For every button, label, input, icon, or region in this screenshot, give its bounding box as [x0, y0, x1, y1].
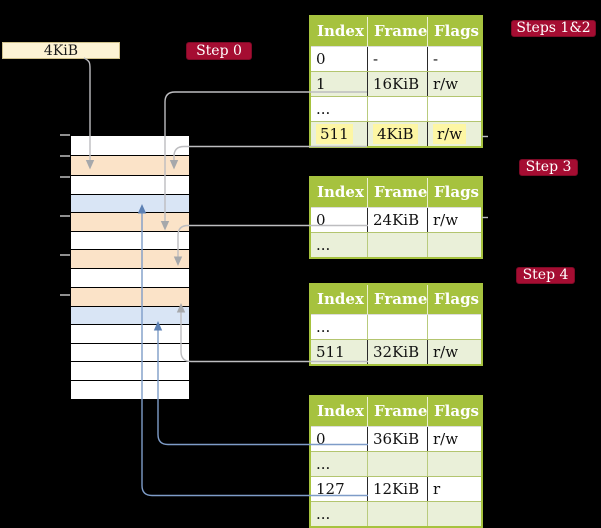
table-cell: 0: [316, 50, 326, 68]
memory-address-tick: [60, 176, 70, 178]
memory-row-13: [71, 381, 189, 399]
table-cell: r/w: [427, 427, 481, 451]
table-cell: 16KiB: [367, 72, 427, 96]
table-cell: 127: [316, 480, 345, 498]
table-cell: 0: [316, 211, 326, 229]
table-cell: r/w: [427, 208, 481, 232]
column-header-flags: Flags: [427, 17, 481, 46]
column-header-frame: Frame: [367, 178, 427, 207]
memory-address-tick: [60, 294, 70, 296]
table-row: 511 4KiB r/w: [311, 121, 481, 146]
table-cell: 511: [311, 122, 367, 146]
memory-row-8: [71, 288, 189, 307]
frame-size-label: 4KiB: [2, 42, 120, 59]
column-header-frame: Frame: [367, 17, 427, 46]
memory-row-3: [71, 195, 189, 213]
table-cell: [367, 233, 427, 257]
table-cell: [427, 233, 481, 257]
table-cell: r/w: [427, 340, 481, 364]
table-cell: [427, 315, 481, 339]
table-cell: -: [367, 47, 427, 71]
table-cell: 12KiB: [367, 477, 427, 501]
table-cell: 0: [316, 430, 326, 448]
memory-address-tick: [60, 215, 70, 217]
column-header-index: Index: [317, 22, 364, 40]
memory-row-5: [71, 232, 189, 250]
column-header-frame: Frame: [367, 285, 427, 314]
badge-step-3: Step 3: [519, 159, 578, 176]
table-cell: [427, 452, 481, 476]
table-cell: [427, 97, 481, 121]
memory-row-7: [71, 269, 189, 288]
highlighted-value: 511: [316, 124, 353, 144]
column-header-index: Index: [317, 183, 364, 201]
table-cell: 1: [316, 75, 326, 93]
memory-row-4: [71, 213, 189, 232]
column-header-index: Index: [317, 402, 364, 420]
table-cell: -: [427, 47, 481, 71]
column-header-frame: Frame: [367, 397, 427, 426]
table-row: ...: [311, 96, 481, 121]
memory-address-tick: [60, 134, 70, 136]
table-row: ...: [311, 451, 481, 476]
table-cell: [427, 502, 481, 526]
memory-row-10: [71, 325, 189, 344]
table-cell: ...: [316, 455, 331, 473]
table-row: ...: [311, 501, 481, 526]
column-header-flags: Flags: [427, 397, 481, 426]
table-cell: r/w: [427, 122, 481, 146]
memory-row-9: [71, 307, 189, 325]
table-row: ...: [311, 232, 481, 257]
memory-row-2: [71, 176, 189, 195]
table-cell: ...: [316, 100, 331, 118]
badge-step-0: Step 0: [186, 42, 252, 60]
table-cell: 4KiB: [367, 122, 427, 146]
column-header-flags: Flags: [427, 178, 481, 207]
memory-row-0: [71, 136, 189, 156]
column-header-flags: Flags: [427, 285, 481, 314]
table-cell: 32KiB: [367, 340, 427, 364]
table-cell: r: [427, 477, 481, 501]
table-cell: r/w: [427, 72, 481, 96]
memory-address-tick: [60, 155, 70, 157]
badge-step-4: Step 4: [516, 267, 575, 284]
badge-steps-1-2: Steps 1&2: [511, 20, 596, 37]
table-row: ...: [311, 314, 481, 339]
memory-row-6: [71, 250, 189, 269]
column-header-index: Index: [317, 290, 364, 308]
table-cell: ...: [316, 318, 331, 336]
table-cell: [367, 97, 427, 121]
memory-row-12: [71, 362, 189, 381]
table-cell: [367, 452, 427, 476]
highlighted-value: 4KiB: [373, 124, 418, 144]
physical-memory-column: [70, 135, 190, 413]
table-cell: 24KiB: [367, 208, 427, 232]
table-row: 0 --: [311, 46, 481, 71]
table-cell: [367, 315, 427, 339]
table-cell: ...: [316, 236, 331, 254]
highlighted-value: r/w: [433, 124, 467, 144]
memory-address-tick: [60, 254, 70, 256]
memory-row-1: [71, 156, 189, 176]
table-cell: 36KiB: [367, 427, 427, 451]
table-cell: [367, 502, 427, 526]
table-cell: ...: [316, 505, 331, 523]
connector-c-t1r511: [173, 145, 367, 160]
memory-row-11: [71, 344, 189, 362]
table-cell: 511: [316, 343, 345, 361]
